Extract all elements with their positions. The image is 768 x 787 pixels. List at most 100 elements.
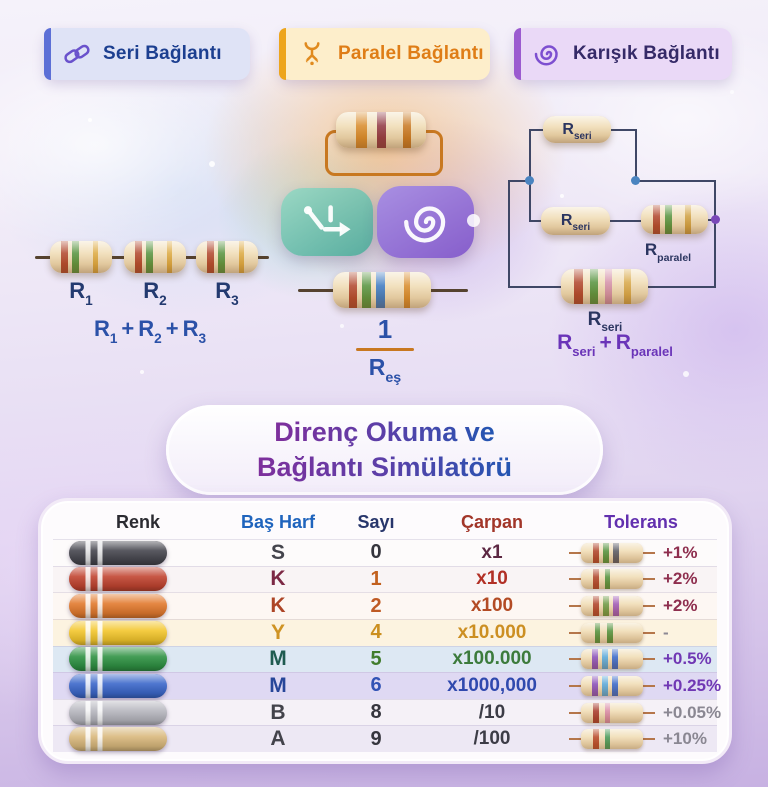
digit-cell: 0 bbox=[370, 541, 382, 564]
tolerance-value: +2% bbox=[663, 569, 698, 589]
tab-seri-baglanti[interactable]: Seri Bağlantı bbox=[44, 28, 250, 80]
tab-paralel-baglanti[interactable]: Paralel Bağlantı bbox=[279, 28, 490, 80]
resistor-lead bbox=[569, 605, 581, 608]
color-swatch-pill bbox=[69, 567, 167, 592]
rseri-bottom-label: Rseri bbox=[587, 309, 623, 335]
mixed-spiral-button[interactable] bbox=[377, 186, 480, 258]
color-swatch-pill bbox=[69, 594, 167, 619]
resistor-lead bbox=[569, 684, 581, 687]
page-title-line2: Bağlantı Simülatörü bbox=[257, 450, 512, 485]
resistor-lead bbox=[643, 631, 655, 634]
rparalel-resistor bbox=[641, 205, 708, 234]
tolerance-cell: +0.05% bbox=[565, 702, 722, 723]
circuit-wire bbox=[610, 129, 637, 131]
letter-cell: A bbox=[270, 727, 286, 751]
tolerance-cell: +10% bbox=[565, 729, 717, 750]
letter-cell: M bbox=[269, 673, 287, 697]
tolerance-cell: - bbox=[565, 622, 717, 643]
resistor-lead bbox=[643, 711, 655, 714]
title-card: Direnç Okuma ve Bağlantı Simülatörü bbox=[166, 405, 603, 495]
resistor-lead bbox=[643, 738, 655, 741]
tab-label: Seri Bağlantı bbox=[103, 43, 222, 64]
header-carpan: Çarpan bbox=[460, 512, 523, 532]
resistor-lead bbox=[569, 711, 581, 714]
parallel-sum-resistor bbox=[333, 272, 431, 308]
tolerance-value: +10% bbox=[663, 729, 707, 749]
series-formula: R1+R2+R3 bbox=[93, 316, 207, 347]
header-tolerans: Tolerans bbox=[604, 512, 678, 532]
circuit-wire bbox=[714, 180, 716, 288]
fraction-numerator: 1 bbox=[377, 314, 393, 344]
tolerance-value: +1% bbox=[663, 542, 698, 562]
series-resistor-3 bbox=[196, 241, 258, 273]
tab-karisik-baglanti[interactable]: Karışık Bağlantı bbox=[514, 28, 732, 80]
tab-accent-bar bbox=[279, 28, 286, 80]
rseri-mid-pill: Rseri bbox=[541, 207, 610, 235]
rparalel-label: Rparalel bbox=[644, 240, 692, 264]
resistor-lead bbox=[643, 551, 655, 554]
resistor-lead bbox=[569, 551, 581, 554]
color-swatch-pill bbox=[69, 673, 167, 698]
table-row: M 6 x1000,000 +0.25% bbox=[53, 672, 721, 699]
multiplier-cell: x10.000 bbox=[457, 621, 527, 643]
tolerance-value: +0.5% bbox=[663, 649, 712, 669]
tolerance-resistor-icon bbox=[581, 622, 643, 643]
multiplier-cell: x1000,000 bbox=[447, 674, 537, 696]
multiplier-cell: x100 bbox=[470, 595, 514, 617]
circuit-wire bbox=[647, 286, 716, 288]
table-row: A 9 /100 +10% bbox=[53, 725, 717, 752]
table-header: Renk Baş Harf Sayı Çarpan Tolerans bbox=[53, 506, 717, 539]
tolerance-cell: +0.25% bbox=[565, 675, 722, 696]
tolerance-cell: +1% bbox=[565, 542, 717, 563]
letter-cell: M bbox=[269, 647, 287, 671]
parallel-split-icon bbox=[297, 39, 327, 69]
tolerance-resistor-icon bbox=[581, 649, 643, 670]
split-branch-button[interactable] bbox=[281, 188, 373, 256]
resistor-lead bbox=[569, 578, 581, 581]
rseri-top-pill: Rseri bbox=[543, 116, 611, 143]
multiplier-cell: x1 bbox=[481, 541, 503, 563]
color-swatch-cell bbox=[53, 567, 223, 592]
junction-node bbox=[525, 176, 534, 185]
multiplier-cell: /10 bbox=[478, 701, 506, 723]
color-swatch-pill bbox=[69, 540, 167, 565]
color-swatch-cell bbox=[53, 647, 223, 672]
tolerance-resistor-icon bbox=[581, 702, 643, 723]
color-swatch-pill bbox=[69, 727, 167, 752]
table-row: Y 4 x10.000 - bbox=[53, 618, 717, 646]
mixed-bottom-resistor bbox=[561, 269, 648, 304]
tab-label: Paralel Bağlantı bbox=[338, 43, 484, 64]
tolerance-cell: +2% bbox=[565, 596, 717, 617]
resistor-lead bbox=[569, 658, 581, 661]
sparkle-dots bbox=[88, 118, 92, 122]
multiplier-cell: x10 bbox=[476, 568, 508, 590]
color-swatch-pill bbox=[69, 647, 167, 672]
resistor-lead bbox=[643, 605, 655, 608]
tab-label: Karışık Bağlantı bbox=[573, 43, 720, 64]
digit-cell: 8 bbox=[370, 701, 382, 724]
tolerance-resistor-icon bbox=[581, 675, 643, 696]
resistor-lead bbox=[569, 631, 581, 634]
digit-cell: 6 bbox=[370, 674, 382, 697]
color-swatch-cell bbox=[53, 673, 223, 698]
color-table-body: S 0 x1 +1% K 1 x10 +2% K bbox=[53, 539, 721, 752]
tab-accent-bar bbox=[514, 28, 521, 80]
table-row: S 0 x1 +1% bbox=[53, 539, 717, 566]
chain-link-icon bbox=[62, 39, 92, 69]
junction-node bbox=[711, 215, 720, 224]
spiral-icon bbox=[532, 39, 562, 69]
resistor-label-r3: R3 bbox=[215, 278, 239, 309]
spiral-icon bbox=[403, 206, 445, 243]
tolerance-value: +0.25% bbox=[663, 675, 722, 695]
table-row: K 1 x10 +2% bbox=[53, 565, 717, 593]
tolerance-value: +0.05% bbox=[663, 702, 722, 722]
multiplier-cell: x100.000 bbox=[452, 648, 532, 670]
letter-cell: K bbox=[270, 567, 286, 591]
multiplier-cell: /100 bbox=[473, 728, 511, 750]
tolerance-resistor-icon bbox=[581, 569, 643, 590]
spiral-tail-dot bbox=[467, 214, 480, 227]
resistor-lead bbox=[643, 578, 655, 581]
resistor-lead bbox=[643, 658, 655, 661]
circuit-wire bbox=[529, 129, 545, 131]
